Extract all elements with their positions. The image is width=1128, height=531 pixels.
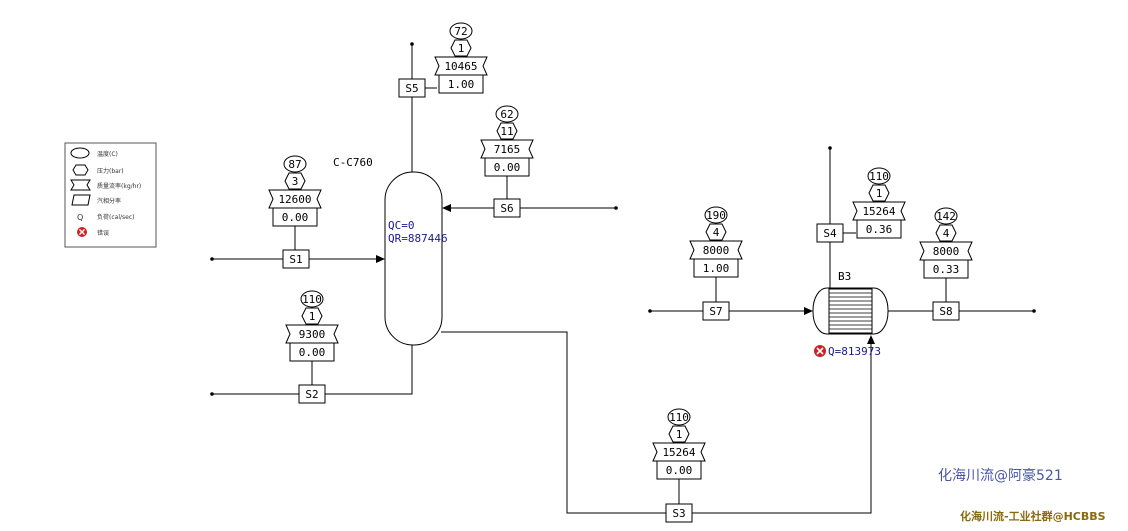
column-condenser-duty: QC=0 [388,219,415,232]
svg-text:S3: S3 [672,507,685,520]
stream-s2-temperature: 110 [302,293,322,306]
stream-s3-mass-flow: 15264 [662,446,695,459]
stream-table-s7[interactable]: 190 4 8000 1.00 [689,206,743,302]
stream-s2-mass-flow: 9300 [299,328,326,341]
stream-s5-temperature: 72 [454,25,467,38]
svg-text:S6: S6 [500,202,513,215]
temperature-legend-icon [70,147,90,159]
stream-s2-endpoint [210,392,214,396]
stream-s1-vapor-fraction: 0.00 [282,211,309,224]
stream-label-s3[interactable]: S3 [665,503,693,523]
stream-label-s6[interactable]: S6 [493,198,521,218]
stream-s3-temperature: 110 [669,411,689,424]
legend-label-duty: 负荷(cal/sec) [97,213,134,221]
svg-text:S1: S1 [289,253,302,266]
stream-s5-pressure: 1 [458,42,465,55]
exchanger-name: B3 [838,270,851,283]
column-name: C-C760 [333,156,373,169]
duty-legend-icon: Q [77,213,83,222]
svg-text:S4: S4 [823,227,837,240]
stream-line-s2[interactable] [212,345,413,395]
distillation-column[interactable] [384,171,443,346]
stream-s8-temperature: 142 [936,210,956,223]
stream-table-s6[interactable]: 62 11 7165 0.00 [480,105,534,199]
exchanger-duty: Q=813973 [828,345,881,358]
stream-s6-pressure: 11 [500,125,513,138]
exchanger-error-icon [814,345,826,357]
stream-label-s4[interactable]: S4 [816,223,844,243]
stream-s4-pressure: 1 [876,187,883,200]
stream-s4-temperature: 110 [869,170,889,183]
svg-text:S7: S7 [709,305,722,318]
stream-s6-vapor-fraction: 0.00 [494,161,521,174]
stream-s8-pressure: 4 [943,227,950,240]
stream-table-s2[interactable]: 110 1 9300 0.00 [285,290,339,385]
stream-s5-endpoint [410,42,414,46]
column-reboiler-duty: QR=887446 [388,232,448,245]
stream-s6-endpoint [614,206,618,210]
stream-table-s4[interactable]: 110 1 15264 0.36 [843,167,906,239]
stream-s7-temperature: 190 [706,209,726,222]
stream-s7-vapor-fraction: 1.00 [703,262,730,275]
pressure-legend-icon [72,164,89,176]
stream-s1-mass-flow: 12600 [278,193,311,206]
stream-s3-pressure: 1 [676,428,683,441]
legend: 温度(C) 压力(bar) 质量流率(kg/hr) 汽相分率 Q 负荷(cal/… [64,142,157,248]
stream-table-s5[interactable]: 72 1 10465 1.00 [425,22,488,94]
stream-table-s1[interactable]: 87 3 12600 0.00 [268,155,322,250]
stream-s7-pressure: 4 [713,226,720,239]
stream-s2-vapor-fraction: 0.00 [299,346,326,359]
vapor-fraction-legend-icon [71,194,91,206]
stream-s1-arrow-icon [376,255,385,263]
stream-s7-mass-flow: 8000 [703,244,730,257]
stream-s8-mass-flow: 8000 [933,245,960,258]
heat-exchanger-b3[interactable] [812,287,889,335]
legend-label-temperature: 温度(C) [97,150,118,158]
stream-s3-arrow-icon [867,335,875,344]
stream-s6-mass-flow: 7165 [494,143,521,156]
stream-table-s3[interactable]: 110 1 15264 0.00 [652,408,706,504]
stream-label-s2[interactable]: S2 [298,384,326,404]
stream-line-s3[interactable] [441,331,872,514]
stream-s5-vapor-fraction: 1.00 [448,78,475,91]
stream-s8-endpoint [1032,309,1036,313]
watermark-main: 化海川流@阿豪521 [938,468,1063,484]
stream-s7-endpoint [648,309,652,313]
stream-label-s7[interactable]: S7 [702,301,730,321]
mass-flow-legend-icon [70,179,91,191]
stream-label-s1[interactable]: S1 [282,249,310,269]
stream-s4-vapor-fraction: 0.36 [866,223,893,236]
error-legend-icon [77,227,87,237]
svg-text:S8: S8 [939,305,952,318]
legend-label-pressure: 压力(bar) [97,167,124,175]
watermark-footer: 化海川流-工业社群@HCBBS [960,509,1106,523]
stream-tables: 873126000.00110193000.001101152640.00110… [268,22,973,504]
svg-text:S5: S5 [405,82,418,95]
legend-label-mass-flow: 质量流率(kg/hr) [97,182,141,190]
stream-s3-vapor-fraction: 0.00 [666,464,693,477]
stream-s6-temperature: 62 [500,108,513,121]
legend-label-vapor-fraction: 汽相分率 [97,197,121,205]
svg-text:S2: S2 [305,388,318,401]
stream-s1-temperature: 87 [288,158,301,171]
stream-s7-arrow-icon [804,307,813,315]
stream-label-s5[interactable]: S5 [398,78,426,98]
stream-s2-pressure: 1 [309,310,316,323]
stream-s6-arrow-icon [442,204,451,212]
stream-s8-vapor-fraction: 0.33 [933,263,960,276]
legend-label-error: 错误 [97,229,109,237]
stream-table-s8[interactable]: 142 4 8000 0.33 [919,207,973,302]
stream-label-s8[interactable]: S8 [932,301,960,321]
stream-s1-pressure: 3 [292,175,299,188]
stream-s4-endpoint [828,146,832,150]
stream-s5-mass-flow: 10465 [444,60,477,73]
stream-s1-endpoint [210,257,214,261]
stream-s4-mass-flow: 15264 [862,205,895,218]
